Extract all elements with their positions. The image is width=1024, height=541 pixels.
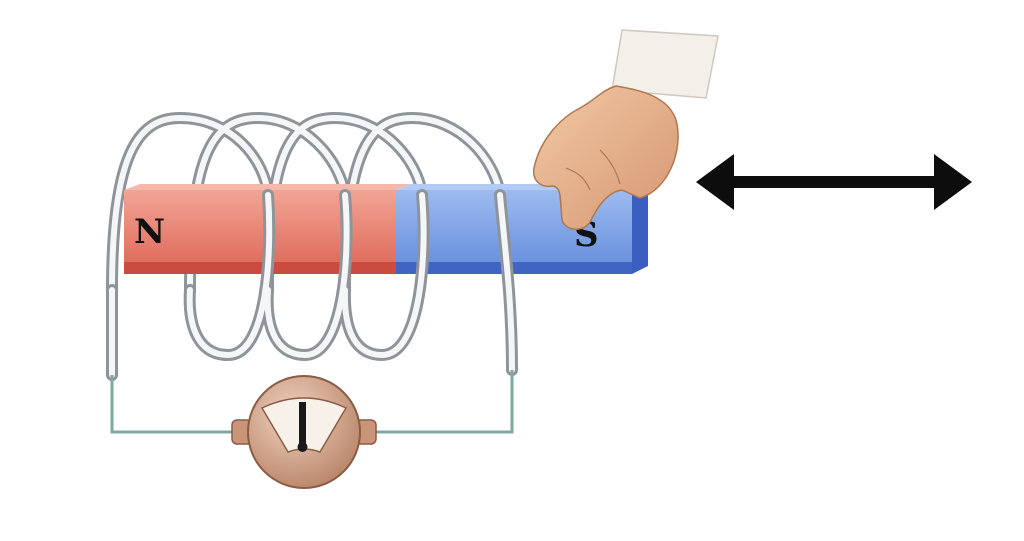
- coil-front: [106, 189, 518, 381]
- magnet-north-half: [124, 190, 396, 262]
- north-pole-label: N: [134, 212, 165, 252]
- galvanometer-icon: [231, 375, 377, 489]
- meter-needle: [297, 402, 308, 452]
- circuit-wires: [110, 370, 514, 434]
- double-headed-arrow-icon: [696, 154, 972, 210]
- hand-icon: [532, 29, 719, 230]
